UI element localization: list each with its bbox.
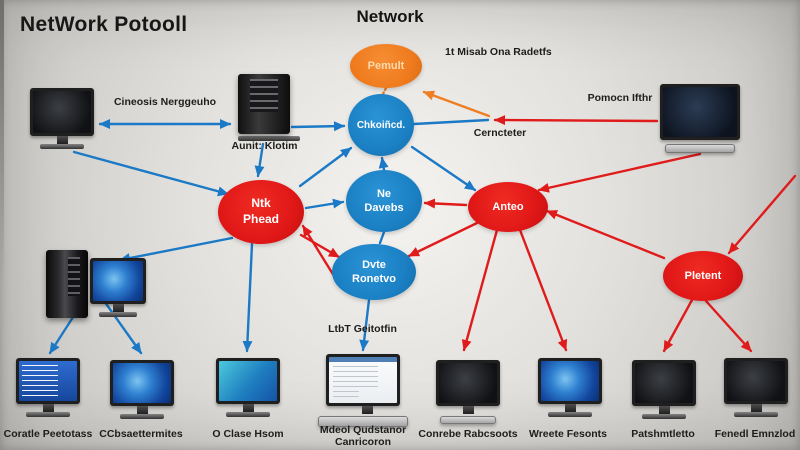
node-anteo: Anteo — [468, 182, 548, 232]
monitor-stand — [136, 406, 148, 414]
keyboard-icon — [440, 416, 496, 424]
monitor-frame — [660, 84, 740, 140]
edge-label-misab: 1t Misab Ona Radetfs — [445, 46, 552, 58]
diagram-title: Network — [356, 7, 424, 26]
workstation-6-icon — [538, 358, 602, 417]
edge-label-cineosis: Cineosis Nerggeuho — [113, 96, 217, 108]
monitor-frame — [632, 360, 696, 406]
monitor-base — [226, 412, 270, 417]
workstation-3-label: O Clase Hsom — [212, 428, 284, 440]
monitor-top-left-icon — [30, 88, 94, 149]
monitor-screen — [33, 91, 91, 133]
workstation-5-icon — [436, 360, 500, 424]
canvas-edge-shade — [0, 0, 4, 280]
monitor-frame — [90, 258, 146, 304]
monitor-base — [734, 412, 778, 417]
server-base — [238, 136, 300, 141]
page-title: NetWork Potooll — [20, 13, 188, 36]
workstation-3-icon — [216, 358, 280, 417]
monitor-screen — [219, 361, 277, 401]
workstation-8-label: Fenedl Emnzlod — [714, 428, 796, 440]
monitor-base — [120, 414, 164, 419]
monitor-screen — [93, 261, 143, 301]
monitor-screen — [663, 87, 737, 137]
monitor-base — [99, 312, 137, 317]
monitor-frame — [436, 360, 500, 406]
edge-label-pomocn: Pomocn Ifthr — [587, 92, 653, 104]
node-ne-davebs: Ne Davebs — [346, 170, 422, 232]
node-dvte-ronetvo: Dvte Ronetvo — [332, 244, 416, 300]
edge-label-aunit: Aunit: Klotim — [231, 140, 298, 152]
monitor-stand — [361, 406, 373, 414]
workstation-5-label: Conrebe Rabcsoots — [418, 428, 518, 440]
node-pletent: Pletent — [663, 251, 743, 301]
monitor-stand — [112, 304, 124, 312]
monitor-frame — [110, 360, 174, 406]
desktop-tower-icon — [46, 250, 88, 318]
node-chkoincd: Chkoiñcd. — [348, 94, 414, 156]
monitor-frame — [538, 358, 602, 404]
workstation-7-icon — [632, 360, 696, 419]
monitor-frame — [30, 88, 94, 136]
monitor-screen — [113, 363, 171, 403]
workstation-8-icon — [724, 358, 788, 417]
monitor-stand — [462, 406, 474, 414]
server-icon — [238, 74, 300, 141]
monitor-screen — [19, 361, 77, 401]
monitor-screen — [635, 363, 693, 403]
workstation-2-icon — [110, 360, 174, 419]
workstation-6-label: Wreete Fesonts — [529, 428, 607, 440]
monitor-frame — [326, 354, 400, 406]
monitor-top-right-icon — [660, 84, 740, 153]
monitor-stand — [750, 404, 762, 412]
monitor-base — [548, 412, 592, 417]
workstation-7-label: Patshmtletto — [631, 428, 695, 440]
monitor-stand — [56, 136, 68, 144]
monitor-screen — [727, 361, 785, 401]
monitor-base — [40, 144, 84, 149]
monitor-frame — [724, 358, 788, 404]
monitor-base — [26, 412, 70, 417]
monitor-screen — [329, 357, 397, 403]
workstation-4-label: Mdeol Qudstanor Canricoron — [319, 424, 407, 448]
workstation-4-icon — [318, 354, 408, 427]
node-pemult: Pemult — [350, 44, 422, 88]
monitor-stand — [658, 406, 670, 414]
node-ntk-phead: Ntk Phead — [218, 180, 304, 244]
monitor-stand — [42, 404, 54, 412]
workstation-1-label: Coratle Peetotass — [3, 428, 93, 440]
monitor-base — [642, 414, 686, 419]
desktop-monitor-icon — [90, 258, 146, 317]
monitor-frame — [16, 358, 80, 404]
keyboard-icon — [318, 416, 408, 427]
monitor-stand — [242, 404, 254, 412]
workstation-1-icon — [16, 358, 80, 417]
edge-label-ltbt: LtbT Geitotfin — [328, 323, 397, 335]
server-chassis — [238, 74, 290, 134]
keyboard-icon — [665, 144, 735, 153]
tower-chassis — [46, 250, 88, 318]
edge-label-cerncteter: Cerncteter — [473, 127, 527, 139]
monitor-stand — [564, 404, 576, 412]
monitor-frame — [216, 358, 280, 404]
monitor-screen — [541, 361, 599, 401]
monitor-screen — [439, 363, 497, 403]
workstation-2-label: CCbsaettermites — [99, 428, 183, 440]
